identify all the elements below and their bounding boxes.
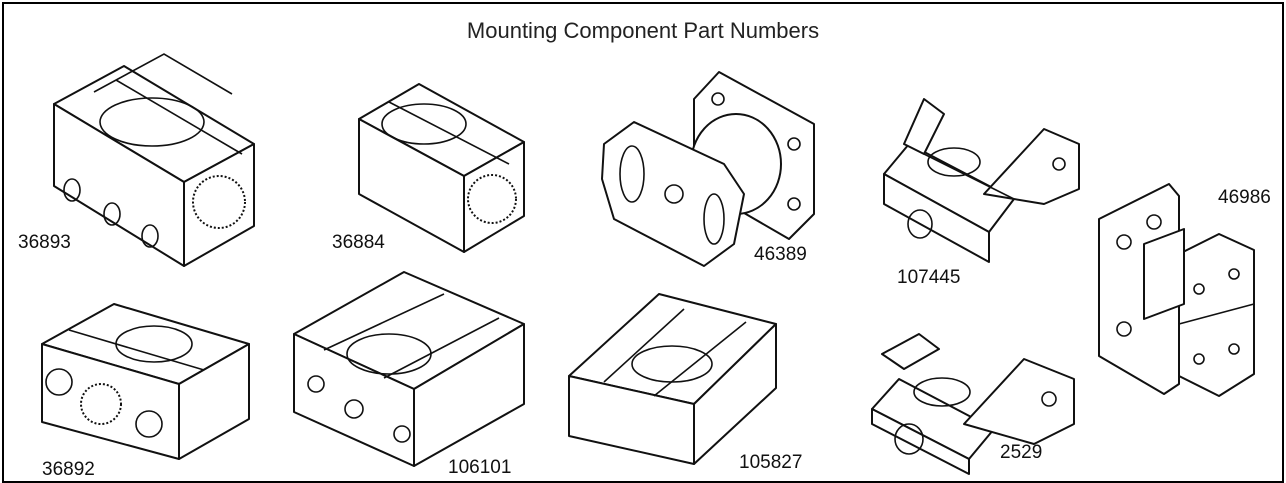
part-46389-drawing	[601, 71, 815, 267]
part-106101-drawing	[293, 271, 525, 467]
part-label-106101: 106101	[448, 457, 512, 478]
part-label-105827: 105827	[739, 452, 803, 473]
part-label-36893: 36893	[18, 232, 71, 253]
part-label-46389: 46389	[754, 244, 807, 265]
part-label-46986: 46986	[1218, 187, 1271, 208]
part-107445-drawing	[883, 98, 1080, 263]
part-2529-drawing	[871, 333, 1075, 475]
part-46986-drawing	[1098, 183, 1255, 397]
part-105827-drawing	[568, 293, 777, 465]
part-36884-drawing	[358, 83, 525, 253]
part-36893-drawing	[53, 53, 255, 267]
part-36892-drawing	[41, 303, 250, 460]
part-label-36884: 36884	[332, 232, 385, 253]
parts-illustration	[41, 53, 1255, 475]
part-label-107445: 107445	[897, 267, 961, 288]
part-label-36892: 36892	[42, 459, 95, 480]
part-label-2529: 2529	[1000, 442, 1043, 463]
diagram-title: Mounting Component Part Numbers	[466, 18, 820, 43]
